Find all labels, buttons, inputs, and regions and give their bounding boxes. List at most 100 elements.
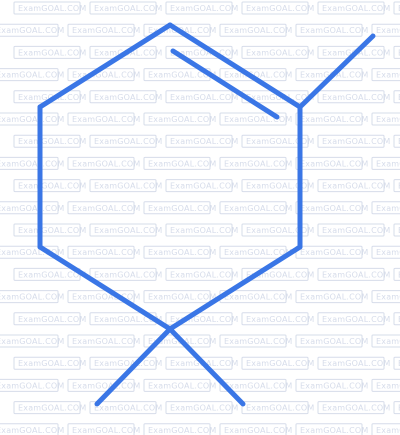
watermark-text: ExamGOAL.COM	[72, 293, 141, 302]
watermark-tile: ExamGOAL.COM	[0, 23, 64, 37]
watermark-text: ExamGOAL.COM	[18, 137, 87, 146]
watermark-text: ExamGOAL.COM	[72, 204, 141, 213]
watermark-text: ExamGOAL.COM	[376, 381, 400, 390]
watermark-text: ExamGOAL.COM	[300, 159, 369, 168]
watermark-text: ExamGOAL.COM	[398, 48, 400, 57]
watermark-tile: ExamGOAL.COM	[13, 401, 87, 415]
watermark-tile: ExamGOAL.COM	[89, 401, 162, 415]
watermark-text: ExamGOAL.COM	[72, 426, 141, 435]
watermark-text: ExamGOAL.COM	[72, 381, 141, 390]
watermark-text: ExamGOAL.COM	[398, 315, 400, 324]
watermark-text: ExamGOAL.COM	[398, 270, 400, 279]
watermark-tile: ExamGOAL.COM	[241, 356, 314, 370]
watermark-tile: ExamGOAL.COM	[371, 23, 400, 37]
watermark-tile: ExamGOAL.COM	[295, 378, 368, 392]
watermark-tile: ExamGOAL.COM	[317, 312, 390, 326]
watermark-tile: ExamGOAL.COM	[371, 290, 400, 304]
watermark-tile: ExamGOAL.COM	[0, 68, 64, 82]
watermark-tile: ExamGOAL.COM	[371, 378, 400, 392]
watermark-tile: ExamGOAL.COM	[219, 201, 293, 215]
watermark-tile: ExamGOAL.COM	[295, 423, 368, 435]
watermark-text: ExamGOAL.COM	[170, 226, 239, 235]
watermark-text: ExamGOAL.COM	[300, 115, 369, 124]
watermark-text: ExamGOAL.COM	[72, 71, 141, 80]
watermark-tile: ExamGOAL.COM	[371, 156, 400, 170]
watermark-tile: ExamGOAL.COM	[89, 1, 162, 15]
watermark-text: ExamGOAL.COM	[18, 404, 87, 413]
watermark-tile: ExamGOAL.COM	[219, 334, 292, 348]
watermark-tile: ExamGOAL.COM	[67, 334, 140, 348]
methyl-bond-top-right	[297, 33, 376, 110]
watermark-tile: ExamGOAL.COM	[219, 68, 293, 82]
watermark-text: ExamGOAL.COM	[322, 404, 391, 413]
watermark-tile: ExamGOAL.COM	[165, 134, 239, 148]
watermark-text: ExamGOAL.COM	[18, 4, 87, 13]
watermark-tile: ExamGOAL.COM	[295, 290, 369, 304]
watermark-text: ExamGOAL.COM	[224, 71, 293, 80]
watermark-tile: ExamGOAL.COM	[0, 334, 65, 348]
watermark-text: ExamGOAL.COM	[94, 315, 163, 324]
watermark-tile: ExamGOAL.COM	[67, 112, 141, 126]
watermark-tile: ExamGOAL.COM	[89, 179, 162, 193]
watermark-tile: ExamGOAL.COM	[165, 223, 239, 237]
watermark-text: ExamGOAL.COM	[300, 204, 369, 213]
watermark-text: ExamGOAL.COM	[18, 226, 87, 235]
watermark-tile: ExamGOAL.COM	[371, 112, 400, 126]
watermark-tile: ExamGOAL.COM	[143, 423, 216, 435]
watermark-text: ExamGOAL.COM	[398, 4, 400, 13]
watermark-text: ExamGOAL.COM	[376, 71, 400, 80]
watermark-text: ExamGOAL.COM	[224, 248, 293, 257]
watermark-tile: ExamGOAL.COM	[0, 245, 64, 259]
watermark-text: ExamGOAL.COM	[398, 182, 400, 191]
watermark-text: ExamGOAL.COM	[0, 293, 65, 302]
watermark-text: ExamGOAL.COM	[246, 182, 315, 191]
watermark-text: ExamGOAL.COM	[300, 293, 369, 302]
watermark-tile: ExamGOAL.COM	[143, 112, 216, 126]
watermark-text: ExamGOAL.COM	[246, 137, 315, 146]
watermark-tile: ExamGOAL.COM	[89, 90, 162, 104]
watermark-tile: ExamGOAL.COM	[393, 223, 400, 237]
watermark-tile: ExamGOAL.COM	[13, 134, 87, 148]
watermark-text: ExamGOAL.COM	[224, 204, 293, 213]
watermark-text: ExamGOAL.COM	[300, 26, 369, 35]
watermark-text: ExamGOAL.COM	[170, 48, 239, 57]
watermark-tile: ExamGOAL.COM	[317, 401, 391, 415]
watermark-text: ExamGOAL.COM	[170, 137, 239, 146]
watermark-tile: ExamGOAL.COM	[241, 401, 314, 415]
watermark-tile: ExamGOAL.COM	[393, 312, 400, 326]
watermark-tile: ExamGOAL.COM	[241, 45, 314, 59]
watermark-text: ExamGOAL.COM	[170, 4, 239, 13]
watermark-tile: ExamGOAL.COM	[143, 245, 216, 259]
watermark-text: ExamGOAL.COM	[72, 115, 141, 124]
watermark-tile: ExamGOAL.COM	[371, 334, 400, 348]
watermark-tile: ExamGOAL.COM	[219, 423, 292, 435]
watermark-text: ExamGOAL.COM	[300, 248, 369, 257]
watermark-tile: ExamGOAL.COM	[0, 112, 64, 126]
watermark-text: ExamGOAL.COM	[376, 248, 400, 257]
watermark-text: ExamGOAL.COM	[322, 270, 391, 279]
watermark-tile: ExamGOAL.COM	[219, 112, 292, 126]
watermark-tile: ExamGOAL.COM	[393, 179, 400, 193]
watermark-tile: ExamGOAL.COM	[371, 423, 400, 435]
watermark-text: ExamGOAL.COM	[376, 115, 400, 124]
methyl-bond-bottom-left	[94, 326, 173, 407]
watermark-tile: ExamGOAL.COM	[165, 45, 239, 59]
watermark-tile: ExamGOAL.COM	[0, 201, 64, 215]
watermark-tile: ExamGOAL.COM	[393, 1, 400, 15]
watermark-tile: ExamGOAL.COM	[295, 334, 369, 348]
watermark-tile: ExamGOAL.COM	[295, 23, 369, 37]
watermark-tile: ExamGOAL.COM	[67, 156, 140, 170]
watermark-tile: ExamGOAL.COM	[317, 223, 390, 237]
watermark-text: ExamGOAL.COM	[300, 337, 369, 346]
watermark-text: ExamGOAL.COM	[18, 48, 87, 57]
watermark-tile: ExamGOAL.COM	[0, 423, 64, 435]
watermark-tile: ExamGOAL.COM	[393, 401, 400, 415]
watermark-text: ExamGOAL.COM	[170, 270, 239, 279]
watermark-text: ExamGOAL.COM	[0, 337, 65, 346]
watermark-tile: ExamGOAL.COM	[13, 1, 87, 15]
watermark-text: ExamGOAL.COM	[148, 381, 217, 390]
watermark-tile: ExamGOAL.COM	[241, 179, 315, 193]
watermark-tile: ExamGOAL.COM	[143, 156, 216, 170]
watermark-text: ExamGOAL.COM	[398, 137, 400, 146]
watermark-tile: ExamGOAL.COM	[67, 378, 141, 392]
